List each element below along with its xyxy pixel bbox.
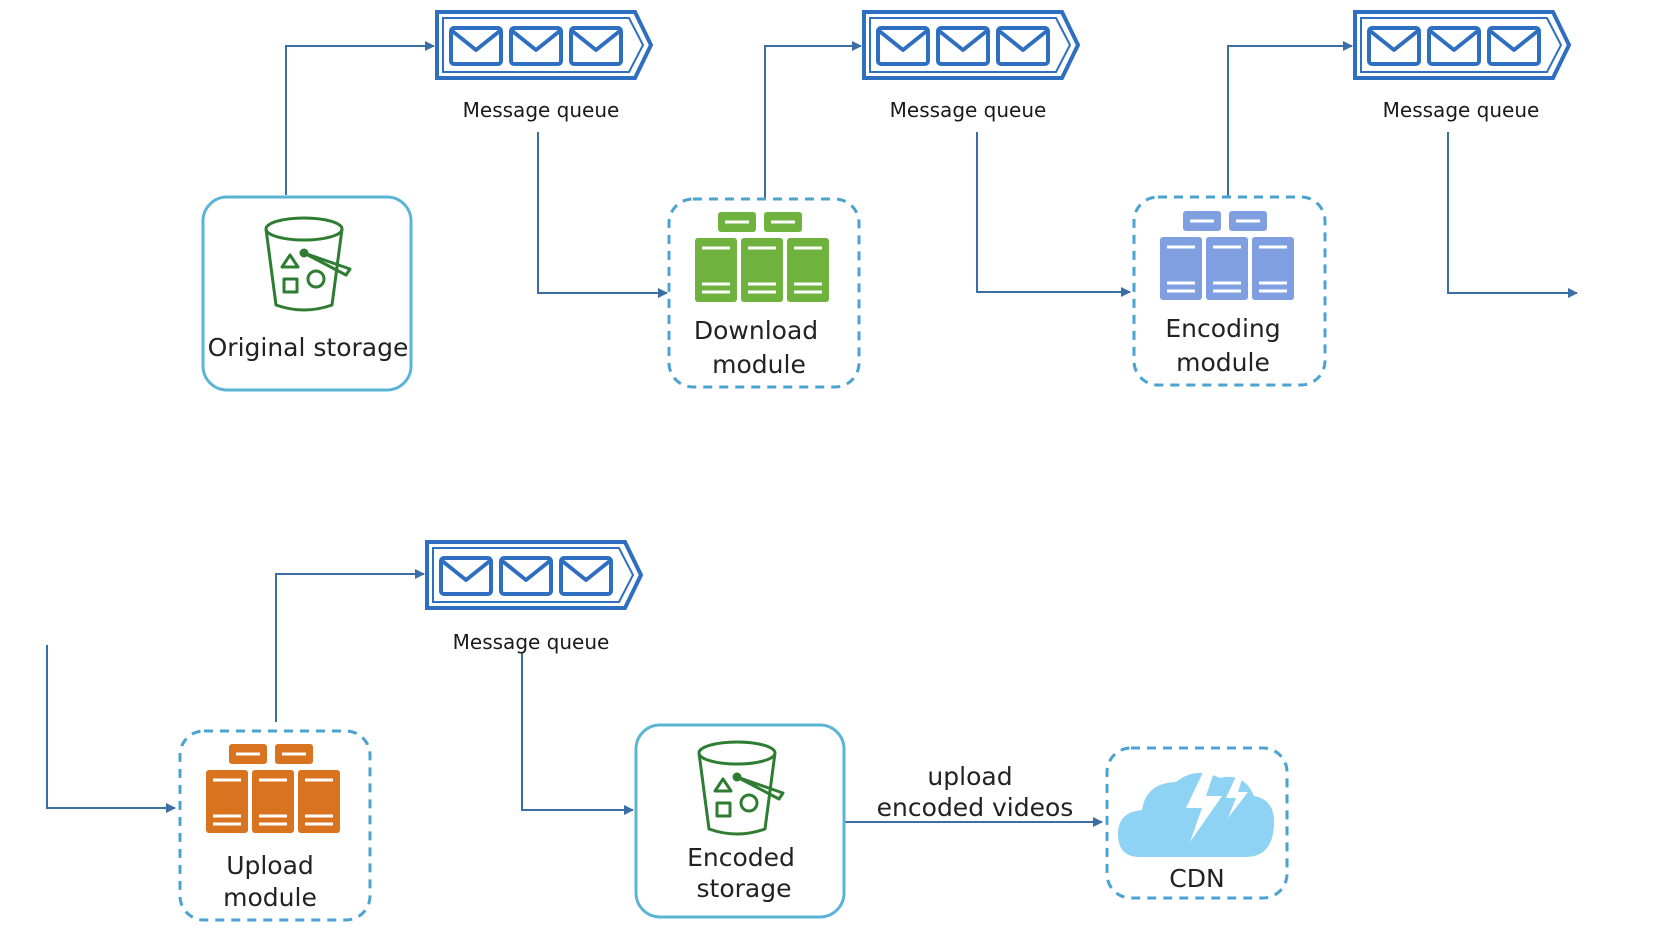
message-queue-icon <box>862 10 1080 80</box>
message-queue-1 <box>435 10 653 80</box>
message-queue-4 <box>425 540 643 610</box>
edge-upload-to-queue4 <box>275 569 425 722</box>
edge-queue2-to-encoding <box>976 132 1131 297</box>
original-storage-label: Original storage <box>208 333 409 362</box>
edge-queue3-continue <box>1447 132 1578 298</box>
original-storage-node: Original storage <box>201 195 413 392</box>
message-queue-icon <box>425 540 643 610</box>
cloud-lightning-icon <box>1118 766 1275 857</box>
message-queue-4-label: Message queue <box>453 630 610 654</box>
download-module-label-line2: module <box>712 350 806 379</box>
server-rack-icon <box>206 744 340 833</box>
cdn-node: CDN <box>1105 746 1289 900</box>
message-queue-2-label: Message queue <box>890 98 1047 122</box>
download-module-label-line1: Download <box>694 316 818 345</box>
upload-module-node: Upload module <box>178 729 372 922</box>
message-queue-3-label: Message queue <box>1383 98 1540 122</box>
upload-module-label-line2: module <box>223 883 317 912</box>
message-queue-1-label: Message queue <box>463 98 620 122</box>
server-rack-icon <box>695 212 829 302</box>
edge-encoding-to-queue3 <box>1227 41 1353 198</box>
encoding-module-node: Encoding module <box>1132 195 1327 387</box>
edge-queue4-to-encoded <box>521 652 634 815</box>
edge-continue-to-upload <box>46 645 176 813</box>
edge-queue1-to-download <box>537 132 668 298</box>
edge-label-upload: upload <box>927 762 1012 791</box>
message-queue-icon <box>435 10 653 80</box>
encoded-storage-node: Encoded storage <box>634 723 846 919</box>
upload-module-label-line1: Upload <box>226 851 314 880</box>
encoding-module-label-line2: module <box>1176 348 1270 377</box>
edge-original-to-queue1 <box>285 41 435 195</box>
encoding-module-label-line1: Encoding <box>1165 314 1280 343</box>
message-queue-2 <box>862 10 1080 80</box>
encoded-storage-label-line2: storage <box>697 874 792 903</box>
message-queue-3 <box>1353 10 1571 80</box>
edge-download-to-queue2 <box>764 41 862 198</box>
message-queue-icon <box>1353 10 1571 80</box>
server-rack-icon <box>1160 211 1294 300</box>
encoded-storage-label-line1: Encoded <box>687 843 795 872</box>
cdn-label: CDN <box>1169 864 1224 893</box>
download-module-node: Download module <box>667 197 861 389</box>
edge-label-encoded-videos: encoded videos <box>877 793 1074 822</box>
